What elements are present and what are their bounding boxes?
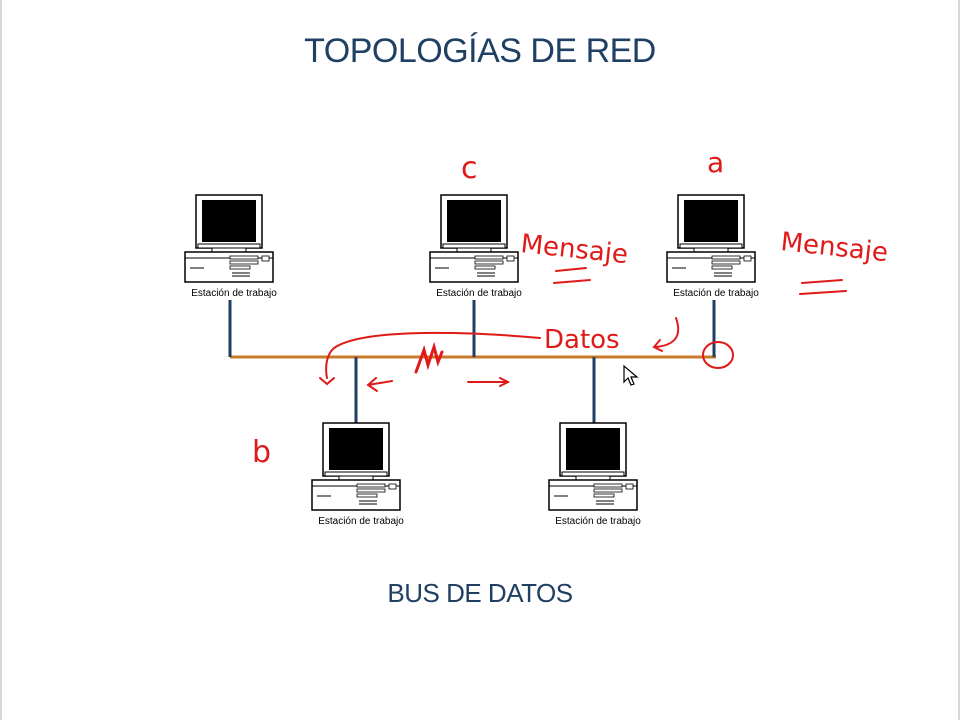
datos-hook-head: [652, 339, 663, 352]
datos-arrow-arc: [325, 331, 541, 379]
ink-scribble: [414, 341, 444, 374]
slide-title: TOPOLOGÍAS DE RED: [304, 32, 656, 70]
bus-end-circle: [702, 341, 734, 369]
annotation-letter-a: a: [707, 146, 724, 179]
workstation-bottom-left: Estación de trabajo: [311, 422, 411, 532]
slide-left-edge: [0, 0, 2, 720]
workstation-label: Estación de trabajo: [436, 288, 522, 299]
workstation-label: Estación de trabajo: [318, 516, 404, 527]
handwritten-annotations: [319, 267, 847, 392]
annotation-datos: Datos: [544, 325, 620, 355]
annotation-mensaje-2: Mensaje: [779, 227, 889, 268]
computer-icon: [666, 194, 756, 283]
workstation-top-left: Estación de trabajo: [184, 194, 284, 304]
mensaje-1-underline: [553, 267, 591, 284]
mouse-cursor-icon: [623, 364, 639, 386]
left-flow-arrow: [366, 377, 393, 392]
workstation-bottom-right: Estación de trabajo: [548, 422, 648, 532]
workstation-label: Estación de trabajo: [555, 516, 641, 527]
computer-icon: [311, 422, 401, 511]
computer-icon: [429, 194, 519, 283]
slide-subtitle: BUS DE DATOS: [387, 578, 573, 608]
mensaje-2-underline: [799, 279, 847, 295]
datos-arrow-head: [319, 377, 335, 386]
slide-right-edge: [958, 0, 960, 720]
datos-hook-arrow: [655, 317, 680, 348]
annotation-mensaje-1: Mensaje: [519, 229, 629, 270]
annotation-letter-c: c: [461, 151, 478, 186]
workstation-top-center: Estación de trabajo: [429, 194, 529, 304]
workstation-top-right: Estación de trabajo: [666, 194, 766, 304]
workstation-label: Estación de trabajo: [673, 288, 759, 299]
annotation-letter-b: b: [252, 435, 271, 470]
computer-icon: [184, 194, 274, 283]
computer-icon: [548, 422, 638, 511]
right-flow-arrow: [467, 377, 511, 387]
workstation-label: Estación de trabajo: [191, 288, 277, 299]
